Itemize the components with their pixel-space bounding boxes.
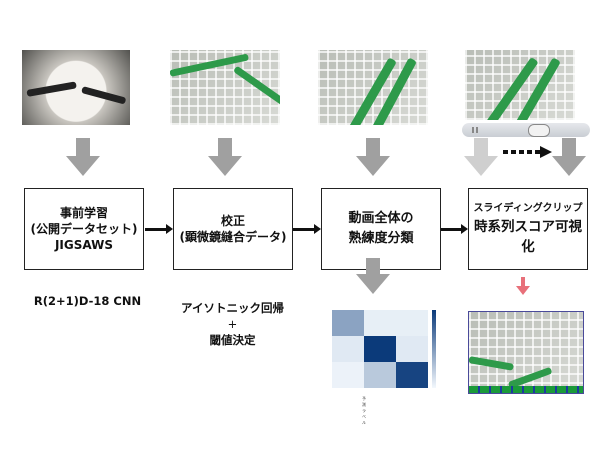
step-title: スライディングクリップ xyxy=(473,203,583,214)
step-pretraining: 事前学習 (公開データセット) JIGSAWS xyxy=(24,188,144,270)
video-slider[interactable] xyxy=(462,123,590,137)
photo-microscope-3 xyxy=(465,50,575,120)
down-arrows xyxy=(66,138,586,176)
colorbar xyxy=(432,310,436,388)
arrow-right-icon xyxy=(145,224,173,234)
step-title: 事前学習 xyxy=(59,206,108,220)
photo-microscope-1 xyxy=(170,50,280,125)
arrow-down-icon xyxy=(208,138,242,176)
score-timeline-bar xyxy=(469,386,583,393)
calibration-plus: + xyxy=(227,317,238,331)
model-label: R(2+1)D-18 CNN xyxy=(33,294,142,308)
step-dataset: JIGSAWS xyxy=(54,238,114,252)
arrow-down-icon xyxy=(356,258,390,294)
arrow-down-light-icon xyxy=(464,138,498,176)
step-subtitle: (公開データセット) xyxy=(30,222,138,236)
matrix-cell xyxy=(332,310,364,336)
arrow-down-icon xyxy=(356,138,390,176)
slider-thumb[interactable] xyxy=(528,124,550,137)
photo-microscope-2 xyxy=(318,50,428,125)
matrix-cell xyxy=(364,310,396,336)
dotted-arrow-right-icon xyxy=(503,146,552,158)
step-title: 動画全体の xyxy=(348,211,414,226)
calibration-line1: アイソトニック回帰 xyxy=(181,301,284,315)
arrow-down-icon xyxy=(66,138,100,176)
matrix-cell xyxy=(396,336,428,362)
matrix-xlabel: 予測ラベル xyxy=(362,396,366,425)
matrix-cell xyxy=(396,362,428,388)
matrix-cell xyxy=(332,336,364,362)
arrow-down-icon xyxy=(552,138,586,176)
result-frame xyxy=(468,311,584,394)
matrix-cell xyxy=(364,336,396,362)
step-calibration: 校正 (顕微鏡縫合データ) xyxy=(173,188,293,270)
arrow-right-icon xyxy=(293,224,321,234)
photo-jigsaws xyxy=(22,50,130,125)
step-subtitle: 時系列スコア可視化 xyxy=(474,219,582,255)
matrix-cell xyxy=(332,362,364,388)
calibration-method: アイソトニック回帰 + 閾値決定 xyxy=(170,300,295,348)
step-subtitle: (顕微鏡縫合データ) xyxy=(179,230,287,244)
arrow-right-icon xyxy=(441,224,468,234)
pause-icon[interactable] xyxy=(472,127,478,133)
step-visualization: スライディングクリップ 時系列スコア可視化 xyxy=(468,188,588,270)
step-classification: 動画全体の 熟練度分類 xyxy=(321,188,441,270)
step-subtitle: 熟練度分類 xyxy=(348,231,414,246)
arrow-down-pink-icon xyxy=(516,277,530,295)
matrix-cell xyxy=(396,310,428,336)
calibration-line2: 閾値決定 xyxy=(209,333,256,347)
matrix-cell xyxy=(364,362,396,388)
step-title: 校正 xyxy=(220,214,245,228)
